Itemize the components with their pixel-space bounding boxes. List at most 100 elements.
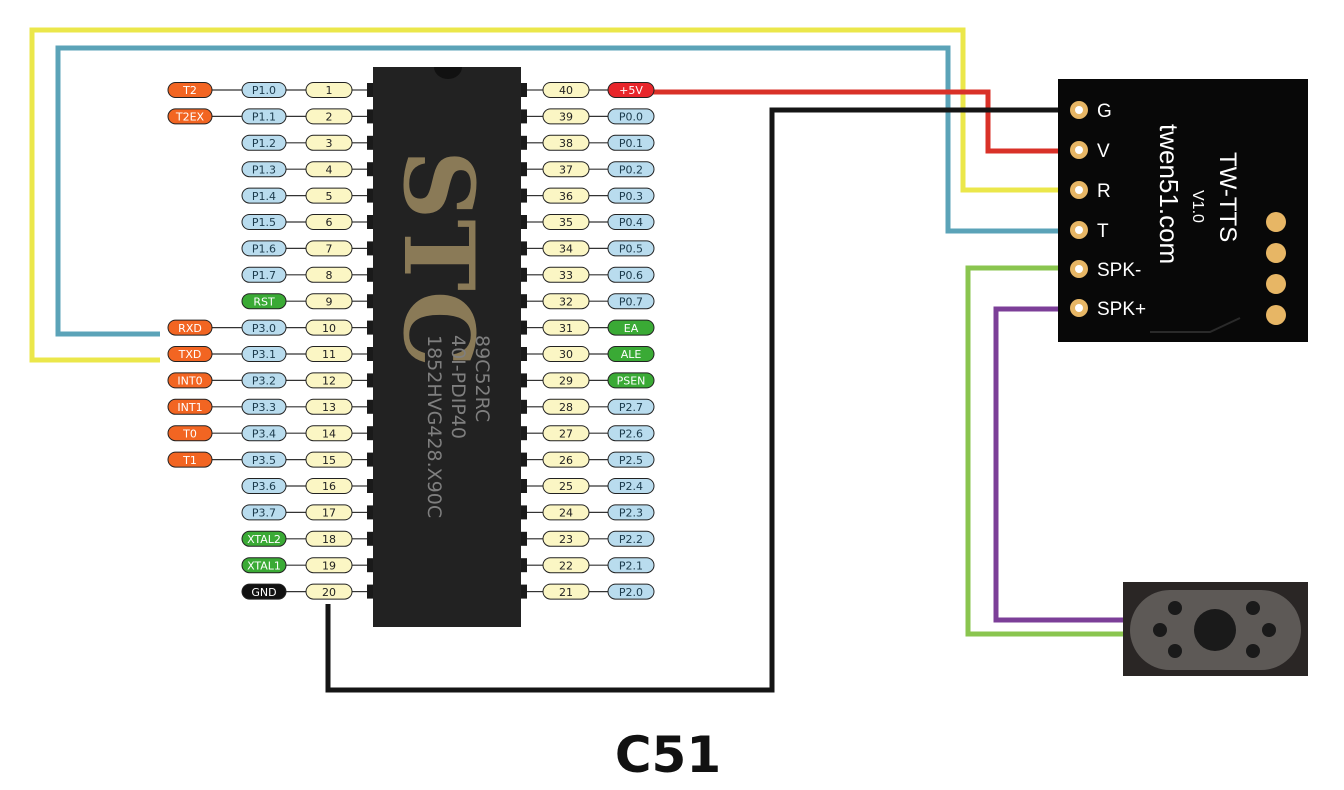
port-label-shape <box>607 266 655 283</box>
port-label-text: P1.4 <box>252 190 276 203</box>
port-label: P3.1 <box>241 346 287 362</box>
chip-pin-tab <box>367 294 373 309</box>
chip-pin-tab <box>521 347 527 361</box>
pin-number-label: 29 <box>542 372 590 389</box>
pin-number-label-text: 22 <box>559 559 573 572</box>
port-label: P2.1 <box>607 557 655 574</box>
port-label-shape <box>607 530 655 547</box>
pin-number-label-text: 26 <box>559 454 573 467</box>
pin-number-label: 3 <box>305 134 353 151</box>
port-label-text: P0.7 <box>619 295 643 308</box>
port-label-text: P1.2 <box>252 137 276 150</box>
function-label-text: T2 <box>182 84 197 97</box>
pin-number-label: 17 <box>305 504 353 521</box>
function-label-shape <box>167 82 213 98</box>
port-label: P0.5 <box>607 240 655 257</box>
pin-number-label-shape <box>305 425 353 442</box>
pin-number-label: 15 <box>305 451 353 468</box>
port-label-text: P0.2 <box>619 163 643 176</box>
pin-number-label-text: 7 <box>326 243 333 256</box>
chip-batch: 1852HVG428.X90C <box>423 335 445 518</box>
chip-pin-tab <box>521 426 527 441</box>
speaker-hole <box>1168 601 1182 615</box>
port-label: P1.5 <box>241 214 287 230</box>
chip-pin-tab <box>521 294 527 309</box>
pin-number-label-text: 6 <box>326 216 333 229</box>
port-label-shape <box>607 214 655 230</box>
port-label-text: P0.5 <box>619 243 643 256</box>
pin-number-label-text: 27 <box>559 427 573 440</box>
pin-number-label-shape <box>305 372 353 389</box>
pin-number-label-text: 28 <box>559 401 573 414</box>
pin-number-label: 20 <box>305 583 353 600</box>
pin-number-label: 2 <box>305 108 353 125</box>
port-label-text: PSEN <box>617 375 646 388</box>
chip-pin-tab <box>521 162 527 177</box>
port-label: +5V <box>607 82 655 98</box>
port-label: EA <box>607 319 655 336</box>
port-label-shape <box>607 425 655 442</box>
function-label: RXD <box>167 319 213 336</box>
port-label-text: P2.1 <box>619 559 643 572</box>
port-label-shape <box>241 266 287 283</box>
speaker <box>1123 582 1308 676</box>
port-label-text: P2.4 <box>619 480 643 493</box>
pin-number-label-text: 33 <box>559 269 573 282</box>
port-label-shape <box>241 187 287 204</box>
port-label-text: GND <box>251 586 276 599</box>
port-label: P1.7 <box>241 266 287 283</box>
module-pin-hole <box>1075 226 1083 234</box>
port-label-shape <box>241 478 287 494</box>
function-label-shape <box>167 319 213 336</box>
pin-number-label: 36 <box>542 187 590 204</box>
pin-number-label: 37 <box>542 161 590 178</box>
module-pin-hole <box>1075 304 1083 312</box>
pin-number-label-shape <box>542 319 590 336</box>
port-label-text: P3.4 <box>252 427 276 440</box>
function-label-shape <box>167 108 213 125</box>
port-label-text: P3.6 <box>252 480 276 493</box>
port-label-text: P0.4 <box>619 216 643 229</box>
pin-number-label-shape <box>305 82 353 98</box>
function-label-shape <box>167 451 213 468</box>
pin-number-label: 8 <box>305 266 353 283</box>
port-label-shape <box>241 530 287 547</box>
pin-number-label: 23 <box>542 530 590 547</box>
chip-pin-tab <box>521 241 527 256</box>
pin-number-label-shape <box>305 451 353 468</box>
port-label-shape <box>607 372 655 389</box>
port-label-shape <box>607 134 655 151</box>
port-label-text: +5V <box>619 84 643 97</box>
pin-number-label-shape <box>305 557 353 574</box>
port-label-shape <box>607 583 655 600</box>
function-label: T1 <box>167 451 213 468</box>
pin-number-label-shape <box>305 504 353 521</box>
pin-number-label-text: 11 <box>322 348 336 361</box>
pin-number-label: 18 <box>305 530 353 547</box>
chip-pin-tab <box>521 320 527 335</box>
module-pin-label: T <box>1097 221 1109 242</box>
chip-pin-tab <box>521 399 527 414</box>
pin-number-label-shape <box>542 372 590 389</box>
function-label-text: T0 <box>182 427 197 440</box>
port-label: P2.7 <box>607 398 655 415</box>
pin-number-label-text: 15 <box>322 454 336 467</box>
function-label: TXD <box>167 346 213 362</box>
pin-number-label-text: 21 <box>559 586 573 599</box>
chip-pin-tab <box>521 135 527 150</box>
pin-number-label-shape <box>542 583 590 600</box>
port-label-text: P2.3 <box>619 507 643 520</box>
pin-number-label-text: 10 <box>322 322 336 335</box>
chip-pin-tab <box>521 373 527 388</box>
pin-number-label-text: 20 <box>322 586 336 599</box>
pin-number-label-shape <box>542 398 590 415</box>
port-label-shape <box>607 293 655 310</box>
function-label-text: T2EX <box>175 111 205 124</box>
function-label: INT1 <box>167 398 213 415</box>
function-label: T2EX <box>167 108 213 125</box>
port-label: P0.2 <box>607 161 655 178</box>
pin-number-label-shape <box>305 583 353 600</box>
pin-number-label-shape <box>542 161 590 178</box>
pin-number-label-text: 8 <box>326 269 333 282</box>
pin-number-label: 7 <box>305 240 353 257</box>
